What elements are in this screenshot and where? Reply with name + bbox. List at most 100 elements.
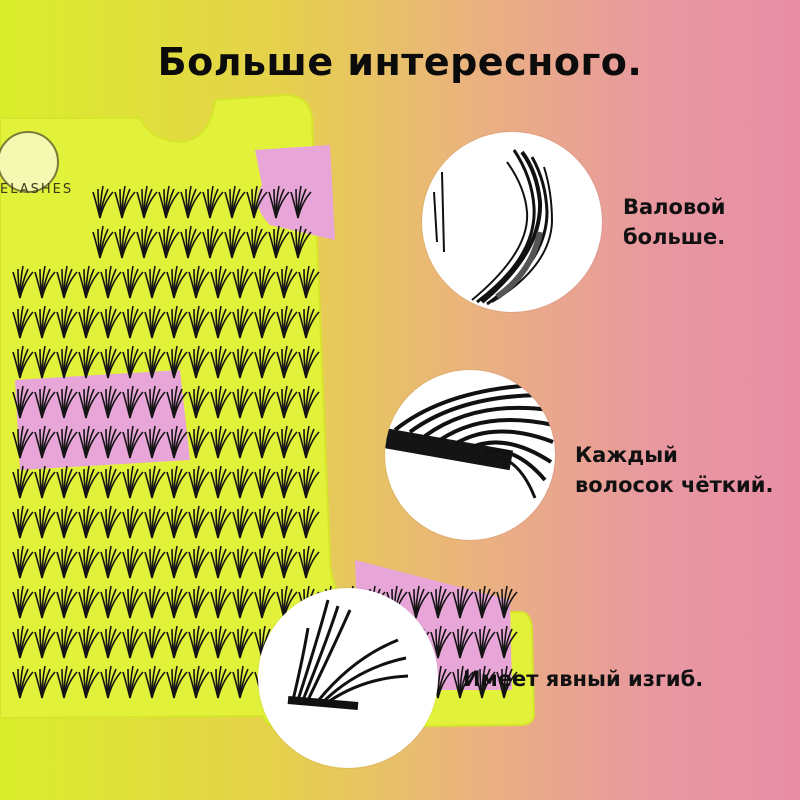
- lash-cluster: [298, 545, 320, 579]
- caption-volume-line2: больше.: [623, 225, 726, 249]
- lash-cluster-closeup-icon: [433, 149, 554, 306]
- lash-cluster: [474, 625, 496, 659]
- lash-cluster: [298, 305, 320, 339]
- lash-cluster: [210, 505, 232, 539]
- lash-cluster: [210, 545, 232, 579]
- lash-cluster: [232, 505, 254, 539]
- lash-cluster: [276, 425, 298, 459]
- lash-cluster: [474, 665, 496, 699]
- lash-cluster: [158, 225, 180, 259]
- lash-cluster: [166, 345, 188, 379]
- lash-cluster: [12, 665, 34, 699]
- lash-cluster: [144, 265, 166, 299]
- lash-cluster: [122, 305, 144, 339]
- lash-cluster: [100, 585, 122, 619]
- lash-cluster: [56, 625, 78, 659]
- lash-cluster: [78, 625, 100, 659]
- lash-cluster: [34, 665, 56, 699]
- lash-cluster: [56, 265, 78, 299]
- lash-cluster: [122, 585, 144, 619]
- lash-cluster: [188, 265, 210, 299]
- lash-cluster: [276, 265, 298, 299]
- lash-cluster: [122, 665, 144, 699]
- lash-cluster: [78, 465, 100, 499]
- lash-cluster: [452, 665, 474, 699]
- caption-volume: Валовой больше.: [623, 192, 725, 252]
- lash-cluster: [254, 265, 276, 299]
- lash-cluster: [92, 185, 114, 219]
- lash-cluster: [180, 225, 202, 259]
- lash-cluster: [474, 585, 496, 619]
- lash-cluster: [496, 665, 518, 699]
- lash-cluster: [100, 345, 122, 379]
- lash-cluster: [166, 625, 188, 659]
- lash-cluster: [298, 345, 320, 379]
- lash-cluster: [100, 625, 122, 659]
- caption-curl-line1: Имеет явный изгиб.: [463, 667, 704, 691]
- lash-cluster: [430, 625, 452, 659]
- lash-cluster: [254, 345, 276, 379]
- lash-cluster: [144, 505, 166, 539]
- lash-cluster: [232, 305, 254, 339]
- lash-cluster: [254, 545, 276, 579]
- lash-cluster: [34, 305, 56, 339]
- lash-cluster: [34, 625, 56, 659]
- headline: Больше интересного.: [157, 40, 643, 84]
- lash-cluster: [78, 345, 100, 379]
- lash-cluster: [188, 505, 210, 539]
- caption-clarity-line2: волосок чёткий.: [575, 473, 774, 497]
- lash-cluster: [276, 545, 298, 579]
- lash-cluster: [298, 425, 320, 459]
- lash-cluster: [298, 385, 320, 419]
- lash-cluster: [56, 305, 78, 339]
- brand-label: ELASHES: [0, 182, 74, 197]
- lash-cluster: [276, 385, 298, 419]
- lash-cluster: [100, 305, 122, 339]
- caption-clarity: Каждый волосок чёткий.: [575, 440, 773, 500]
- lash-cluster: [232, 665, 254, 699]
- lash-cluster: [276, 305, 298, 339]
- lash-cluster: [34, 585, 56, 619]
- lash-cluster: [254, 585, 276, 619]
- lash-cluster: [78, 385, 100, 419]
- lash-cluster-grid: [12, 185, 518, 699]
- lash-cluster: [166, 305, 188, 339]
- lash-cluster: [100, 505, 122, 539]
- caption-curl: Имеет явный изгиб.: [463, 664, 703, 694]
- lash-cluster: [210, 265, 232, 299]
- lash-cluster: [452, 625, 474, 659]
- lash-cluster: [78, 505, 100, 539]
- lash-cluster: [188, 385, 210, 419]
- lash-cluster: [166, 265, 188, 299]
- lash-cluster: [34, 265, 56, 299]
- lash-cluster: [144, 385, 166, 419]
- lash-cluster: [78, 585, 100, 619]
- lash-cluster: [78, 305, 100, 339]
- lash-cluster: [34, 505, 56, 539]
- lash-cluster: [56, 465, 78, 499]
- lash-cluster: [452, 585, 474, 619]
- lash-cluster: [166, 585, 188, 619]
- lash-cluster: [202, 185, 224, 219]
- lash-cluster: [12, 545, 34, 579]
- lash-cluster: [12, 625, 34, 659]
- lash-cluster: [268, 185, 290, 219]
- lash-cluster: [56, 345, 78, 379]
- lash-cluster: [254, 385, 276, 419]
- lash-cluster: [290, 225, 312, 259]
- lash-cluster: [34, 425, 56, 459]
- lash-cluster: [210, 305, 232, 339]
- lash-cluster: [56, 425, 78, 459]
- caption-clarity-line1: Каждый: [575, 443, 678, 467]
- lash-cluster: [246, 225, 268, 259]
- lash-cluster: [232, 585, 254, 619]
- lash-cluster: [56, 385, 78, 419]
- lash-cluster: [210, 345, 232, 379]
- lash-cluster: [254, 425, 276, 459]
- lash-cluster: [268, 225, 290, 259]
- lash-cluster: [232, 425, 254, 459]
- lash-cluster: [224, 225, 246, 259]
- lash-cluster: [56, 505, 78, 539]
- lash-cluster: [188, 545, 210, 579]
- lash-cluster: [298, 265, 320, 299]
